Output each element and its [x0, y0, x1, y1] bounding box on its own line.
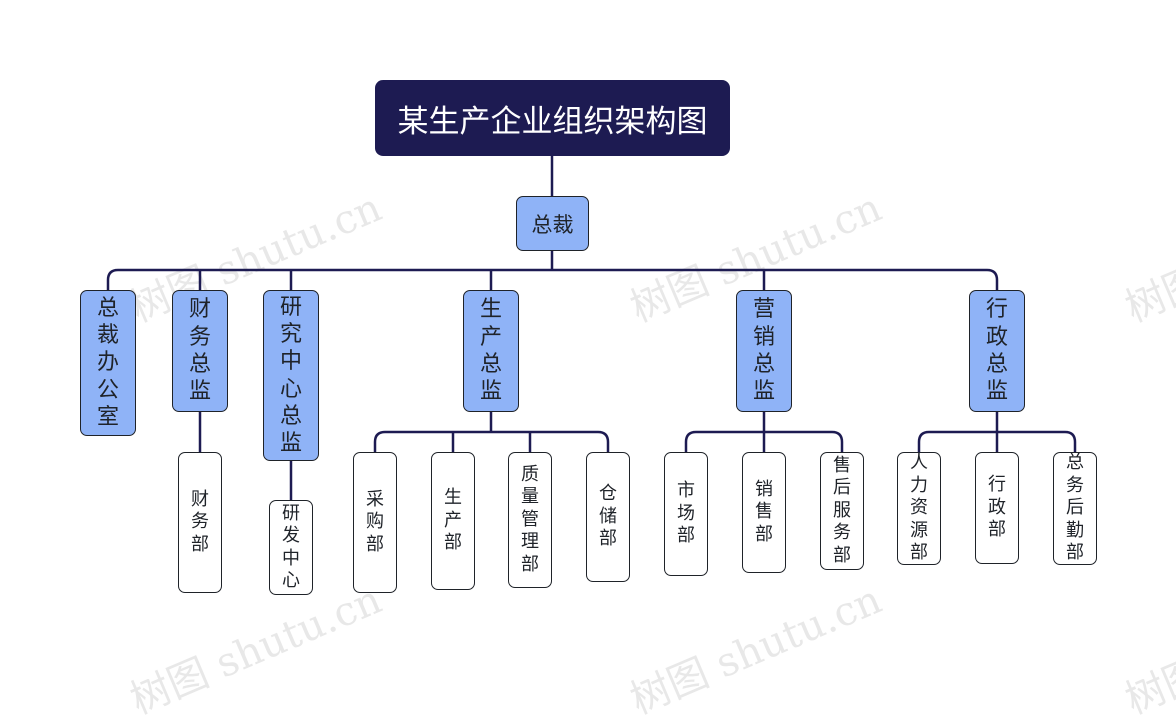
connector	[106, 268, 999, 290]
ceo-label: 总裁	[531, 212, 574, 237]
department-label: 财务部	[190, 488, 209, 555]
director-node: 营销总监	[736, 290, 792, 412]
department-node: 采购部	[353, 452, 397, 593]
department-node: 售后服务部	[820, 452, 864, 570]
director-node: 生产总监	[463, 290, 519, 412]
chart-title: 某生产企业组织架构图	[397, 103, 708, 140]
department-label: 研发中心	[281, 502, 300, 592]
department-node: 行政部	[975, 452, 1019, 564]
department-label: 市场部	[676, 480, 695, 547]
department-node: 市场部	[664, 452, 708, 576]
department-node: 质量管理部	[508, 452, 552, 588]
department-label: 采购部	[365, 488, 384, 555]
department-node: 研发中心	[269, 500, 313, 595]
director-label: 总裁办公室	[96, 295, 119, 430]
department-label: 行政部	[987, 474, 1006, 541]
director-node: 财务总监	[172, 290, 228, 412]
director-label: 研究中心总监	[279, 294, 302, 457]
director-node: 行政总监	[969, 290, 1025, 412]
department-label: 质量管理部	[520, 463, 539, 575]
department-node: 销售部	[742, 452, 786, 573]
ceo-node: 总裁	[516, 196, 589, 251]
director-label: 营销总监	[752, 297, 775, 405]
chart-title-node: 某生产企业组织架构图	[375, 80, 730, 156]
department-label: 生产部	[443, 487, 462, 554]
director-node: 研究中心总监	[263, 290, 319, 461]
department-label: 总务后勤部	[1065, 452, 1084, 564]
director-label: 生产总监	[479, 297, 502, 405]
director-label: 财务总监	[188, 297, 211, 405]
connector	[373, 430, 610, 452]
department-node: 财务部	[178, 452, 222, 593]
department-node: 仓储部	[586, 452, 630, 582]
director-node: 总裁办公室	[80, 290, 136, 436]
department-label: 售后服务部	[832, 454, 851, 566]
department-node: 总务后勤部	[1053, 452, 1097, 565]
department-label: 仓储部	[598, 483, 617, 550]
department-node: 人力资源部	[897, 452, 941, 565]
connector-lines	[106, 156, 1077, 500]
department-node: 生产部	[431, 452, 475, 590]
director-label: 行政总监	[985, 297, 1008, 405]
department-label: 人力资源部	[909, 452, 928, 564]
department-label: 销售部	[754, 478, 773, 545]
